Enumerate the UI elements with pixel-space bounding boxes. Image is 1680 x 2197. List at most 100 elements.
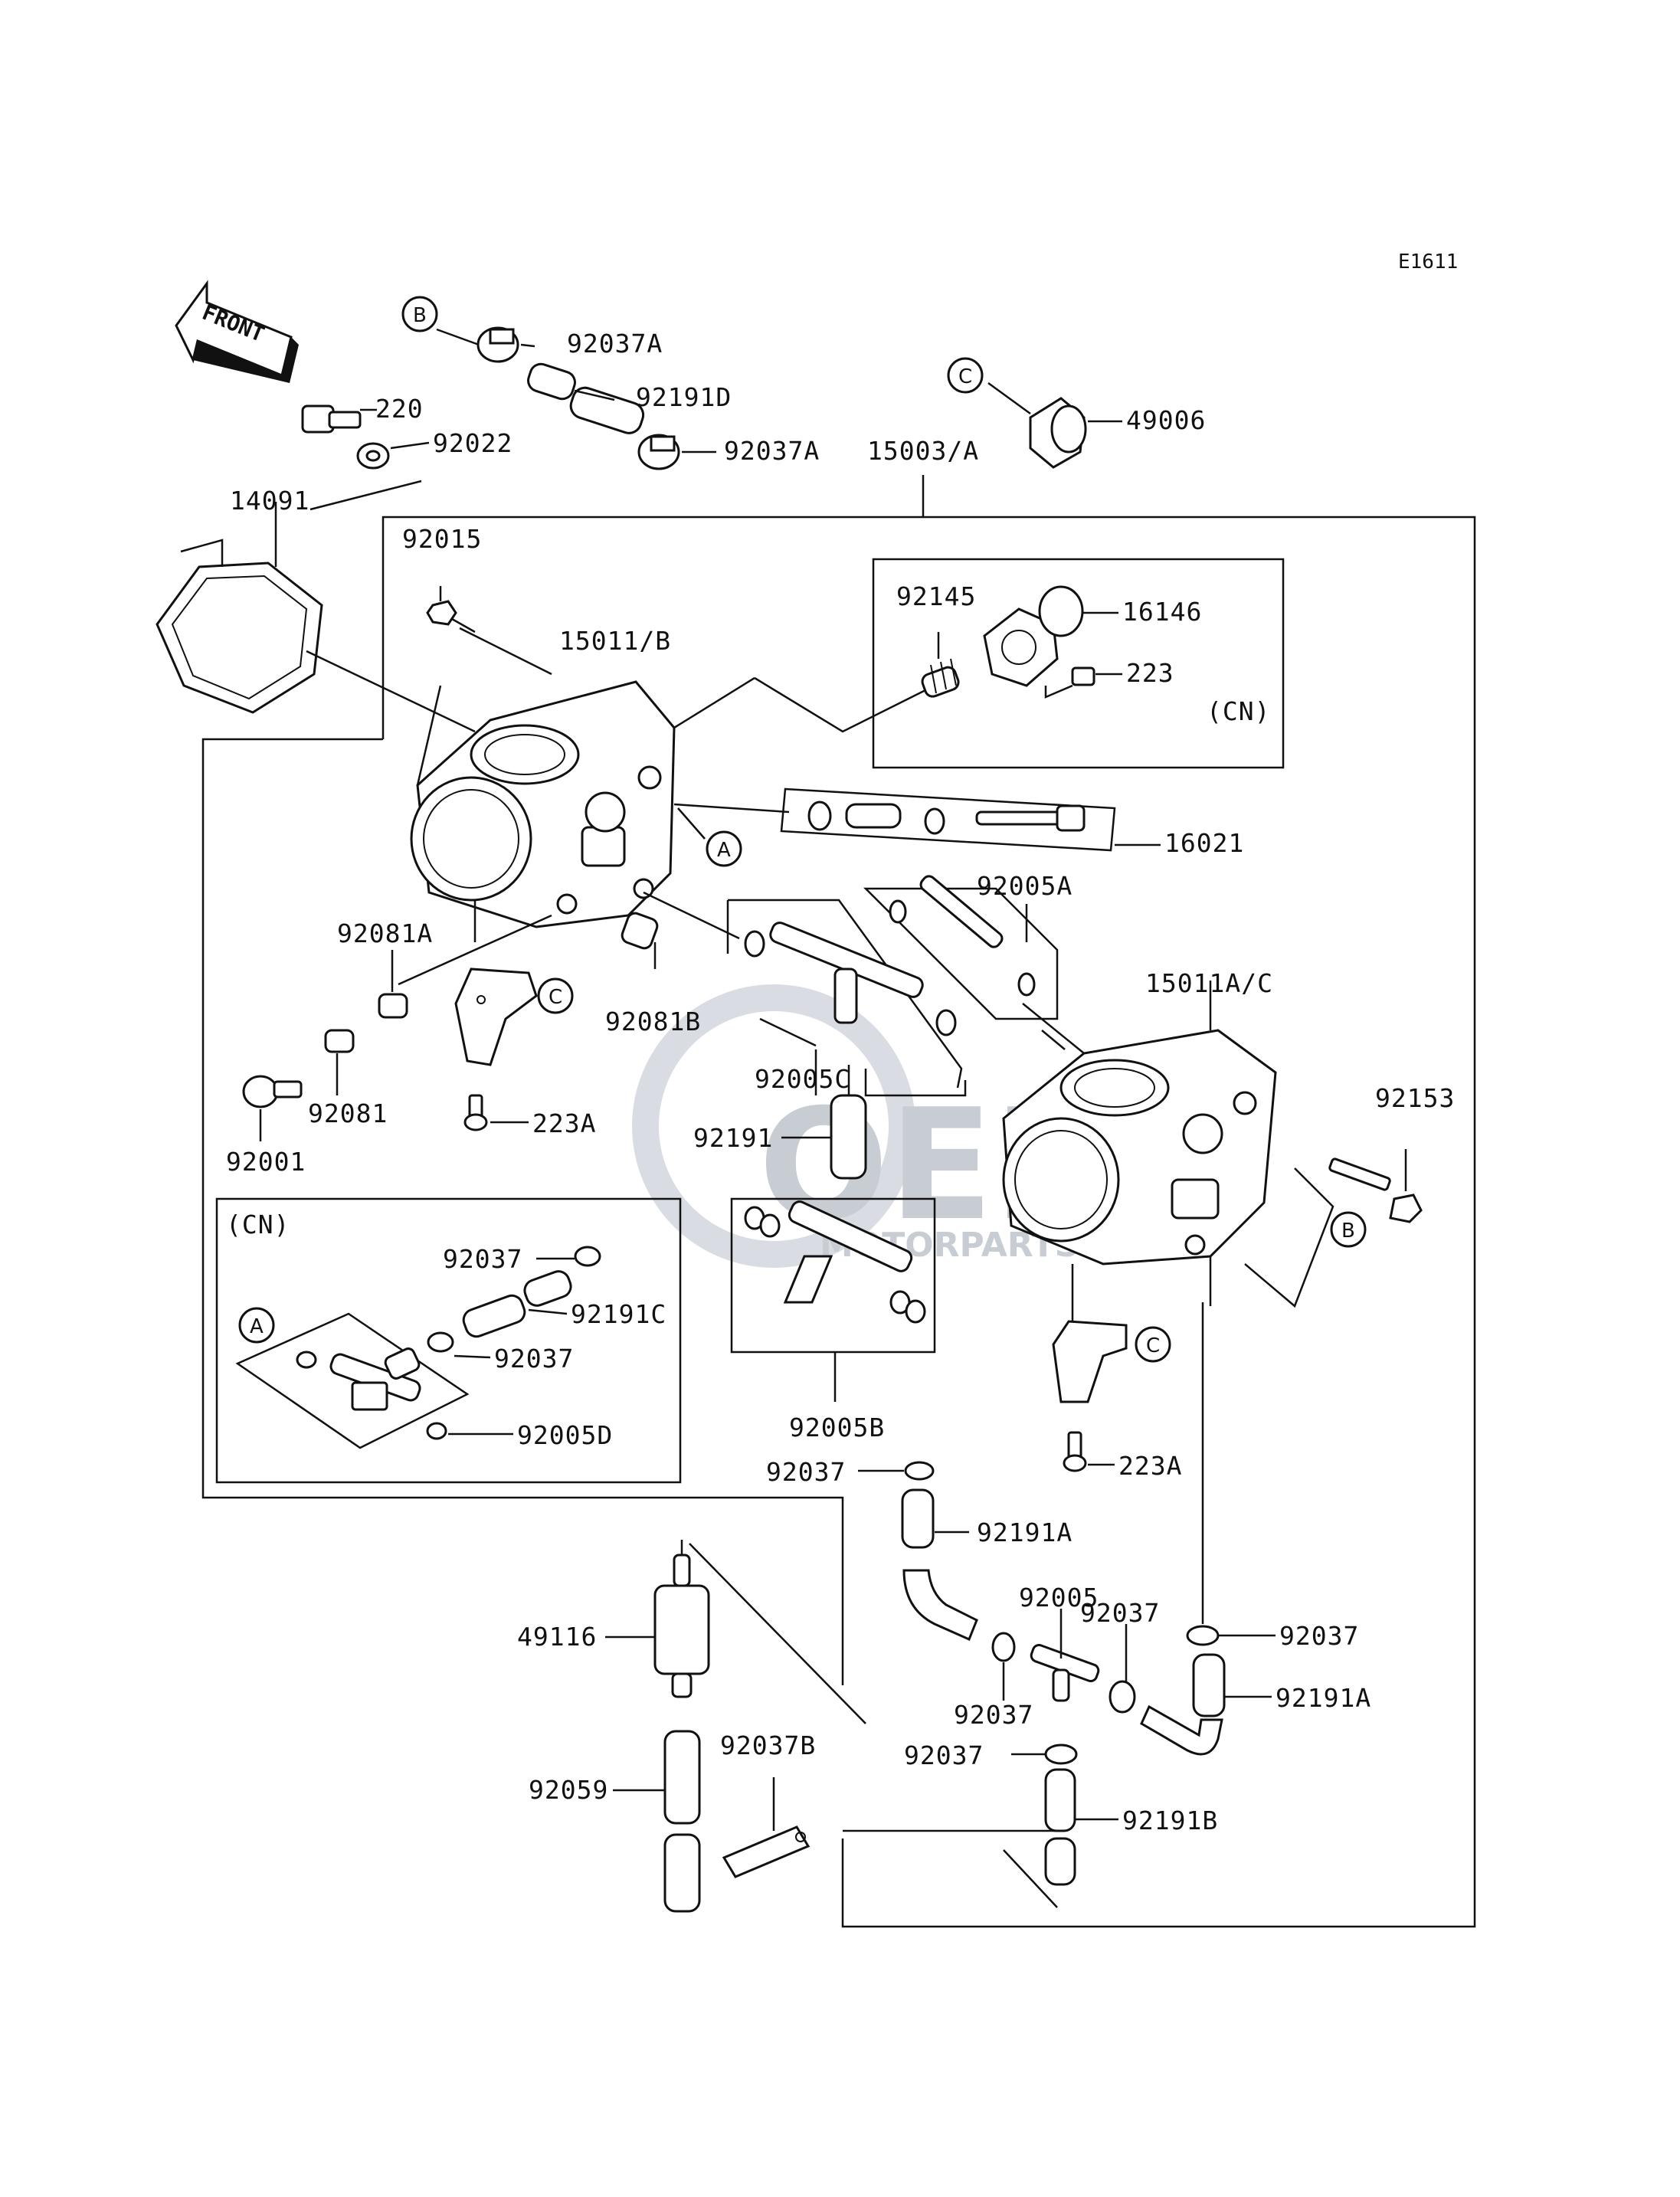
label-92059: 92059 <box>529 1775 608 1805</box>
label-92037-cn-1: 92037 <box>443 1244 522 1274</box>
label-92081b: 92081B <box>605 1007 701 1036</box>
label-92191c: 92191C <box>571 1299 666 1329</box>
hose-92191c <box>462 1270 572 1338</box>
spring-92081b <box>621 912 659 969</box>
bracket-right <box>1052 1264 1128 1403</box>
label-92005b: 92005B <box>789 1413 885 1442</box>
label-92037-a: 92037 <box>766 1457 846 1487</box>
label-15011ac: 15011A/C <box>1145 968 1273 998</box>
label-92037-d: 92037 <box>904 1740 984 1770</box>
label-92015: 92015 <box>402 524 482 554</box>
screw-223a-left <box>463 1094 529 1131</box>
screw-220 <box>301 404 377 434</box>
bolt-92153 <box>1328 1149 1423 1223</box>
svg-text:C: C <box>958 365 972 388</box>
callout-b-top: B <box>401 296 438 332</box>
spring-92145 <box>921 632 960 698</box>
label-92037a-top: 92037A <box>567 329 663 359</box>
diaphragm-16146 <box>983 585 1118 687</box>
label-92191d: 92191D <box>636 382 732 412</box>
clip-92037b <box>722 1777 811 1878</box>
part-labels: 220 92022 14091 92037A 92191D 92037A 490… <box>226 329 1454 1835</box>
clamp-92037-b <box>991 1632 1016 1701</box>
label-15011b: 15011/B <box>559 626 671 656</box>
label-92081a: 92081A <box>337 918 433 948</box>
label-223a-right: 223A <box>1118 1451 1182 1481</box>
bracket-left <box>454 968 538 1066</box>
callout-c-mid: C <box>537 977 574 1014</box>
label-92037-cn-2: 92037 <box>494 1344 574 1374</box>
tee-fitting-92005 <box>1030 1609 1100 1702</box>
label-cn-box: (CN) <box>226 1210 290 1239</box>
fuel-filter-49116 <box>605 1540 866 1724</box>
clamp-92037a-bottom <box>637 434 680 470</box>
label-92037-b: 92037 <box>1080 1598 1160 1628</box>
label-92001: 92001 <box>226 1147 306 1177</box>
svg-text:A: A <box>717 839 731 862</box>
label-cn-top: (CN) <box>1207 696 1270 726</box>
carburetor-left-15011b <box>398 627 935 986</box>
label-92191b: 92191B <box>1122 1806 1218 1835</box>
label-14091: 14091 <box>230 486 309 516</box>
callout-c-top: C <box>947 357 984 394</box>
hose-92191b <box>843 1768 1118 1908</box>
screw-92001 <box>242 1075 303 1141</box>
label-92191a-right: 92191A <box>1276 1683 1371 1713</box>
callout-c-right: C <box>1135 1326 1171 1363</box>
svg-text:C: C <box>549 986 562 1009</box>
callout-a-mid: A <box>706 830 742 867</box>
pipe-92005a <box>889 875 1036 997</box>
svg-text:A: A <box>250 1315 264 1338</box>
tee-pipe-92005b <box>744 1200 926 1402</box>
callout-b-right: B <box>1330 1211 1367 1248</box>
label-92005c: 92005C <box>755 1064 850 1094</box>
label-15003a: 15003/A <box>867 436 979 466</box>
hose-92191 <box>781 1065 867 1180</box>
label-92145: 92145 <box>896 581 976 611</box>
clamp-92037-c <box>1109 1624 1136 1714</box>
clamp-92037a-top <box>476 326 519 363</box>
clamp-92037-a <box>858 1461 935 1481</box>
label-16146: 16146 <box>1122 597 1202 627</box>
label-92022: 92022 <box>433 428 513 458</box>
cover-14091 <box>156 480 476 733</box>
tee-pipe-92005c <box>744 922 967 1097</box>
label-92037-e: 92037 <box>1279 1621 1359 1651</box>
spring-92081a <box>378 950 408 1019</box>
callout-a-cn: A <box>238 1307 275 1344</box>
cap-49006 <box>987 381 1122 469</box>
label-92005d: 92005D <box>517 1420 613 1450</box>
screw-223 <box>1044 666 1122 699</box>
label-223: 223 <box>1126 658 1174 688</box>
hose-92059 <box>613 1730 701 1913</box>
label-49116: 49116 <box>517 1622 597 1652</box>
label-92081: 92081 <box>308 1098 388 1128</box>
label-220: 220 <box>375 394 424 424</box>
label-92037a-bottom: 92037A <box>724 436 820 466</box>
tee-pipe-92005d <box>296 1347 513 1440</box>
nut-92015 <box>426 586 476 634</box>
spring-92081 <box>324 1029 355 1095</box>
hose-92191a-left <box>901 1488 978 1642</box>
svg-text:B: B <box>413 304 427 327</box>
washer-92022 <box>356 441 430 470</box>
label-223a-left: 223A <box>532 1108 596 1138</box>
label-92037-c: 92037 <box>954 1700 1033 1730</box>
clamp-92037-cn-2 <box>427 1331 491 1359</box>
svg-text:B: B <box>1341 1220 1355 1243</box>
throttle-stop-16021 <box>807 801 1161 846</box>
label-92191a-left: 92191A <box>977 1518 1073 1547</box>
label-49006: 49006 <box>1126 405 1206 435</box>
svg-text:C: C <box>1146 1334 1160 1357</box>
front-arrow-icon: FRONT <box>175 280 299 383</box>
label-92191: 92191 <box>693 1123 773 1153</box>
clamp-92037-d <box>1011 1744 1078 1765</box>
clamp-92037-cn-1 <box>536 1246 601 1267</box>
label-92005: 92005 <box>1019 1583 1099 1613</box>
hose-92191a-right <box>1140 1653 1272 1756</box>
clamp-92037-e <box>1186 1302 1276 1646</box>
screw-223a-right <box>1063 1431 1115 1472</box>
label-16021: 16021 <box>1164 828 1244 858</box>
diagram-id: E1611 <box>1398 250 1458 273</box>
